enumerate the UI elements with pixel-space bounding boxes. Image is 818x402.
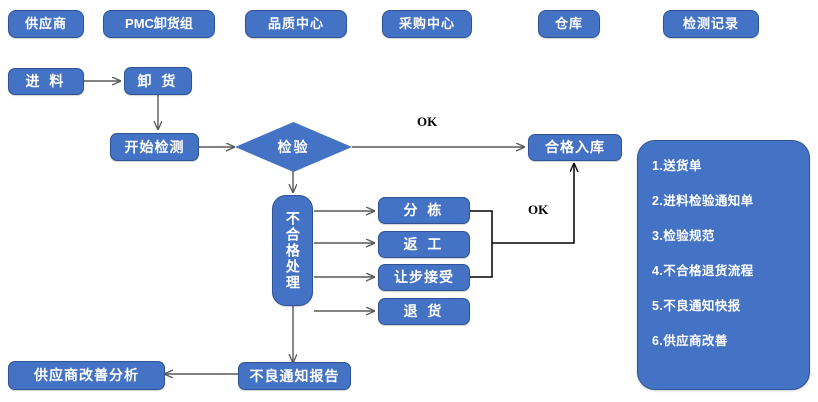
document-list-item: 1.送货单 (652, 159, 702, 173)
node-start-inspection[interactable]: 开始检测 (110, 133, 199, 161)
node-return-goods[interactable]: 退 货 (378, 298, 470, 325)
node-qualified-storage[interactable]: 合格入库 (528, 134, 622, 161)
document-list-item: 3.检验规范 (652, 229, 715, 243)
swimlane-header-supplier[interactable]: 供应商 (8, 10, 84, 38)
swimlane-header-warehouse[interactable]: 仓库 (538, 10, 600, 38)
documents-panel: 1.送货单 2.进料检验通知单 3.检验规范 4.不合格退货流程 5.不良通知快… (637, 140, 810, 390)
node-nonconforming-handling[interactable]: 不合格处理 (272, 195, 313, 306)
node-concession-acceptance[interactable]: 让步接受 (378, 264, 470, 291)
swimlane-header-pmc[interactable]: PMC卸货组 (103, 10, 215, 38)
document-list-item: 4.不合格退货流程 (652, 264, 754, 278)
edge-label-ok-mid: OK (528, 202, 549, 217)
swimlane-header-quality[interactable]: 品质中心 (245, 10, 347, 38)
document-list-item: 5.不良通知快报 (652, 299, 741, 313)
node-supplier-improvement-analysis[interactable]: 供应商改善分析 (8, 361, 165, 390)
swimlane-header-records[interactable]: 检测记录 (663, 10, 759, 38)
node-sorting[interactable]: 分 栋 (378, 197, 470, 224)
node-unload[interactable]: 卸 货 (124, 67, 192, 95)
document-list-item: 6.供应商改善 (652, 334, 728, 348)
node-incoming-material[interactable]: 进 料 (8, 68, 84, 95)
edge-merge-bus (470, 210, 493, 278)
edge-merge-ok-to-storage (492, 164, 574, 244)
node-rework[interactable]: 返 工 (378, 231, 470, 258)
node-defect-notification-report[interactable]: 不良通知报告 (238, 362, 351, 390)
edge-label-ok-top: OK (417, 114, 438, 129)
document-list-item: 2.进料检验通知单 (652, 194, 754, 208)
swimlane-header-purchasing[interactable]: 采购中心 (382, 10, 472, 38)
